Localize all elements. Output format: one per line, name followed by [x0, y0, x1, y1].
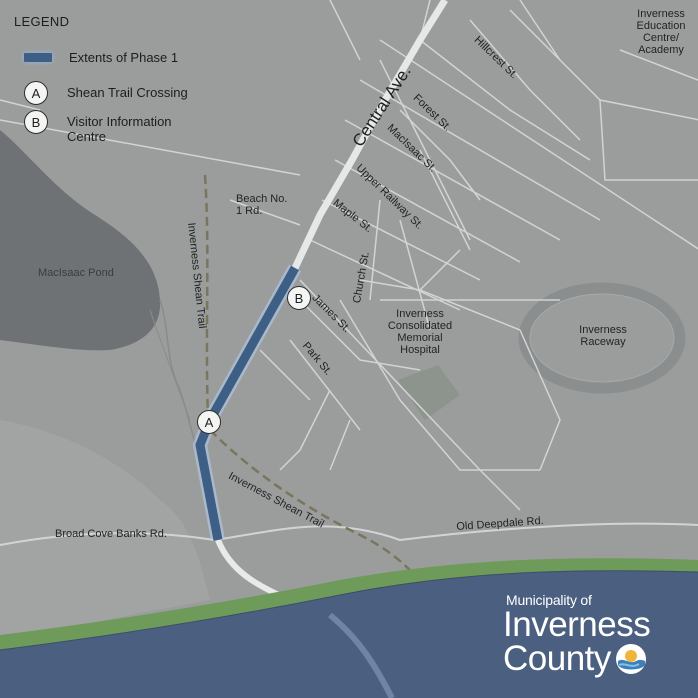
central-ave-road	[291, 0, 448, 270]
marker-a-shean-crossing[interactable]: A	[197, 410, 221, 434]
wave-sun-icon	[615, 644, 646, 674]
place-maclsaac-pond: MacIsaac Pond	[38, 267, 114, 279]
maclsaac-pond-shape	[0, 130, 161, 351]
legend-title: LEGEND	[14, 14, 70, 29]
street-beach-no1: Beach No. 1 Rd.	[236, 193, 288, 217]
legend-item-label: Extents of Phase 1	[69, 50, 179, 65]
phase-line-swatch	[24, 53, 52, 62]
legend-item-label: Shean Trail Crossing	[67, 85, 188, 100]
marker-b-icon: B	[24, 110, 48, 134]
street-grid	[0, 0, 698, 546]
legend-item-phase1: Extents of Phase 1	[14, 50, 178, 65]
street-broad-cove: Broad Cove Banks Rd.	[55, 528, 167, 540]
place-hospital: Inverness Consolidated Memorial Hospital	[387, 308, 453, 356]
legend-item-visitor-centre: B Visitor Information Centre	[14, 110, 197, 144]
legend-item-label: Visitor Information Centre	[67, 114, 172, 144]
logo-line3: County	[503, 639, 611, 678]
legend: LEGEND Extents of Phase 1 A Shean Trail …	[14, 14, 244, 144]
place-education-centre: Inverness Education Centre/ Academy	[636, 8, 686, 56]
marker-a-icon: A	[24, 81, 48, 105]
municipality-logo: Municipality of Inverness County	[503, 592, 688, 676]
place-raceway: Inverness Raceway	[579, 324, 627, 348]
marker-b-visitor-centre[interactable]: B	[287, 286, 311, 310]
logo-line1: Municipality of	[506, 592, 592, 608]
logo-line2: Inverness	[503, 605, 651, 644]
legend-item-shean-crossing: A Shean Trail Crossing	[14, 81, 188, 105]
logo-line3-wrap: County	[503, 639, 688, 678]
